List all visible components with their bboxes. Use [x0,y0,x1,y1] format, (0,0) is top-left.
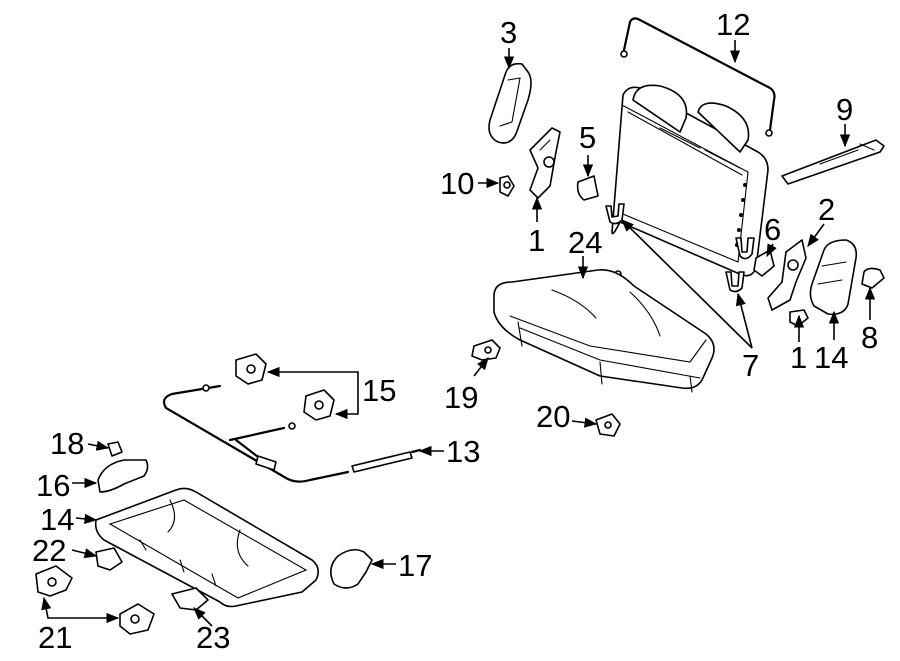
callout-21: 21 [38,620,72,655]
part-21-hinges [35,565,155,635]
callout-14-right: 14 [814,340,848,375]
part-23-bracket [171,587,209,611]
callout-20: 20 [536,399,570,434]
part-8-clip [861,267,885,289]
part-14-side-cover [809,239,858,316]
callout-22: 22 [32,533,66,568]
part-7-u-brackets [605,203,755,293]
callout-13: 13 [446,434,480,469]
callout-12: 12 [716,7,750,42]
callout-6: 6 [764,212,781,247]
callout-18: 18 [50,426,84,461]
leader-lines [41,40,876,627]
callout-7: 7 [742,348,759,383]
callout-3: 3 [500,15,517,50]
callout-15: 15 [362,373,396,408]
part-2-hinge-plate [767,239,807,311]
part-15-release-handles [235,353,335,421]
part-1-recliner-hinge [529,127,561,199]
seat-cushion-frame [493,269,715,393]
part-17-cover [330,548,373,589]
callout-19: 19 [444,380,478,415]
callout-1-upper: 1 [528,223,545,258]
part-18-bolt [107,441,123,457]
seat-back-frame [611,84,769,277]
callout-14-left: 14 [40,502,74,537]
part-19-latch [471,339,501,361]
part-16-bracket [97,459,149,493]
callout-2: 2 [818,192,835,227]
part-13-release-cable [162,384,422,483]
lower-seat-frame [94,487,320,608]
part-5-clip [576,175,599,201]
callout-17: 17 [398,548,432,583]
part-9-striker [781,139,885,185]
callout-1-lower: 1 [790,340,807,375]
callout-10: 10 [440,166,474,201]
callout-16: 16 [36,468,70,503]
callout-23: 23 [196,620,230,655]
part-20-latch [595,413,621,437]
callout-9: 9 [836,92,853,127]
part-22-bracket [95,547,123,571]
callout-24: 24 [568,225,602,260]
callout-8: 8 [861,320,878,355]
callout-5: 5 [579,120,596,155]
part-3-side-cover [488,62,532,144]
part-10-bolt [499,175,515,197]
part-12-headrest-cable [620,17,776,137]
